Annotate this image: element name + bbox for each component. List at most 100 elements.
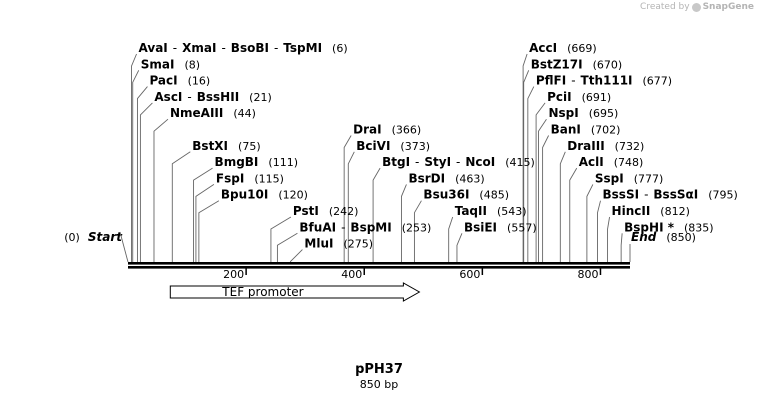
site-position: (415) xyxy=(505,156,535,169)
site-position: (44) xyxy=(233,107,256,120)
site-leader-line xyxy=(597,200,601,262)
restriction-site-label[interactable]: DraI(366) xyxy=(353,123,421,137)
enzyme-name: AvaI xyxy=(139,41,168,55)
restriction-site-label[interactable]: BciVI(373) xyxy=(356,139,430,153)
site-position: (242) xyxy=(329,205,359,218)
enzyme-name: BsrDI xyxy=(408,171,445,185)
site-position: (702) xyxy=(591,124,621,137)
site-leader-line xyxy=(586,184,594,262)
restriction-site-label[interactable]: Bsu36I(485) xyxy=(423,188,509,202)
start-text: Start xyxy=(88,230,123,244)
site-position: (795) xyxy=(708,189,738,202)
restriction-site-label[interactable]: PstI(242) xyxy=(293,204,359,218)
end-label: End (850) xyxy=(631,230,696,244)
enzyme-name: NspI xyxy=(548,106,578,120)
feature-track: TEF promoter xyxy=(169,282,421,302)
site-position: (669) xyxy=(567,42,597,55)
map-end-labels: (0) Start End (850) xyxy=(64,230,696,263)
site-position: (115) xyxy=(254,172,284,185)
restriction-site-label[interactable]: NspI(695) xyxy=(548,106,618,120)
restriction-site-label[interactable]: DraIII(732) xyxy=(567,139,644,153)
restriction-site-label[interactable]: AclI(748) xyxy=(579,155,644,169)
end-position: (850) xyxy=(666,231,696,244)
site-leader-line xyxy=(153,118,169,262)
enzyme-name: Bpu10I xyxy=(221,188,268,202)
enzyme-name: PacI xyxy=(149,74,177,88)
site-name-separator: - xyxy=(274,41,278,55)
site-leader-line xyxy=(289,249,303,262)
site-name-separator: - xyxy=(173,41,177,55)
restriction-site-label[interactable]: BssSI-BssSαI(795) xyxy=(603,188,738,202)
enzyme-name: TspMI xyxy=(283,41,322,55)
enzyme-name: BstXI xyxy=(192,139,228,153)
dna-backbone xyxy=(128,262,630,269)
enzyme-name: BssSI xyxy=(603,188,640,202)
site-leader-line xyxy=(193,167,213,262)
enzyme-name: SmaI xyxy=(141,57,175,71)
enzyme-name: BspMI xyxy=(350,220,391,234)
restriction-site-label[interactable]: BspHI *(835) xyxy=(624,220,713,234)
enzyme-name: AccI xyxy=(529,41,557,55)
restriction-site-label[interactable]: PflFI-Tth111I(677) xyxy=(536,74,672,88)
restriction-site-label[interactable]: BfuAI-BspMI(253) xyxy=(299,220,431,234)
site-leader-line xyxy=(607,216,611,262)
feature-arrow[interactable] xyxy=(169,282,421,302)
enzyme-name: StyI xyxy=(424,155,451,169)
enzyme-name: DraI xyxy=(353,123,381,137)
dna-strand-top xyxy=(128,262,630,265)
restriction-site-label[interactable]: NmeAIII(44) xyxy=(170,106,256,120)
enzyme-name: BsiEI xyxy=(464,220,497,234)
restriction-site-label[interactable]: BmgBI(111) xyxy=(215,155,298,169)
restriction-site-label[interactable]: BanI (702) xyxy=(551,123,621,137)
site-leader-line xyxy=(198,200,220,262)
site-position: (543) xyxy=(497,205,527,218)
enzyme-name: BanI xyxy=(551,123,581,137)
site-position: (812) xyxy=(660,205,690,218)
ruler-tick-label: 800 xyxy=(577,268,598,281)
enzyme-name: AclI xyxy=(579,155,604,169)
restriction-site-label[interactable]: BstXI(75) xyxy=(192,139,260,153)
restriction-site-label[interactable]: BtgI-StyI-NcoI(415) xyxy=(382,155,535,169)
enzyme-name: BssHII xyxy=(197,90,239,104)
restriction-site-label[interactable]: MluI(275) xyxy=(304,237,373,251)
restriction-site-label[interactable]: AvaI-XmaI-BsoBI-TspMI(6) xyxy=(139,41,348,55)
enzyme-name: BmgBI xyxy=(215,155,259,169)
start-position: (0) xyxy=(64,231,80,244)
site-leader-line xyxy=(535,102,546,262)
plasmid-name: pPH37 xyxy=(355,362,403,377)
site-position: (557) xyxy=(507,221,537,234)
end-text: End xyxy=(631,230,657,244)
site-leader-line xyxy=(538,118,547,262)
site-name-separator: - xyxy=(221,41,225,55)
restriction-site-label[interactable]: TaqII (543) xyxy=(455,204,527,218)
enzyme-name: TaqII xyxy=(455,204,487,218)
site-leader-line xyxy=(131,53,137,262)
restriction-site-label[interactable]: BsiEI (557) xyxy=(464,220,537,234)
site-name-separator: - xyxy=(644,188,648,202)
site-leader-line xyxy=(343,135,352,262)
restriction-site-label[interactable]: PciI(691) xyxy=(547,90,611,104)
restriction-site-label[interactable]: AccI (669) xyxy=(529,41,597,55)
site-position: (8) xyxy=(184,58,200,71)
restriction-site-label[interactable]: SspI(777) xyxy=(595,171,663,185)
restriction-site-label[interactable]: FspI(115) xyxy=(216,171,284,185)
restriction-site-label[interactable]: SmaI (8) xyxy=(141,57,200,71)
site-name-separator: - xyxy=(341,220,345,234)
restriction-site-label[interactable]: HincII(812) xyxy=(612,204,690,218)
restriction-site-label[interactable]: BstZ17I(670) xyxy=(531,57,622,71)
restriction-site-label[interactable]: Bpu10I(120) xyxy=(221,188,308,202)
restriction-site-label[interactable]: PacI(16) xyxy=(149,74,210,88)
site-position: (463) xyxy=(455,172,485,185)
restriction-site-label[interactable]: BsrDI (463) xyxy=(408,171,484,185)
site-leader-lines xyxy=(131,53,623,262)
site-position: (373) xyxy=(400,140,430,153)
site-leader-line xyxy=(569,167,578,262)
site-name-separator: - xyxy=(456,155,460,169)
site-leader-line xyxy=(559,151,566,262)
enzyme-name: BtgI xyxy=(382,155,410,169)
enzyme-name: DraIII xyxy=(567,139,604,153)
ruler-tick-label: 200 xyxy=(223,268,244,281)
snapgene-brand-name: SnapGene xyxy=(702,2,754,12)
site-leader-line xyxy=(523,70,530,262)
restriction-site-label[interactable]: AscI-BssHII(21) xyxy=(154,90,271,104)
